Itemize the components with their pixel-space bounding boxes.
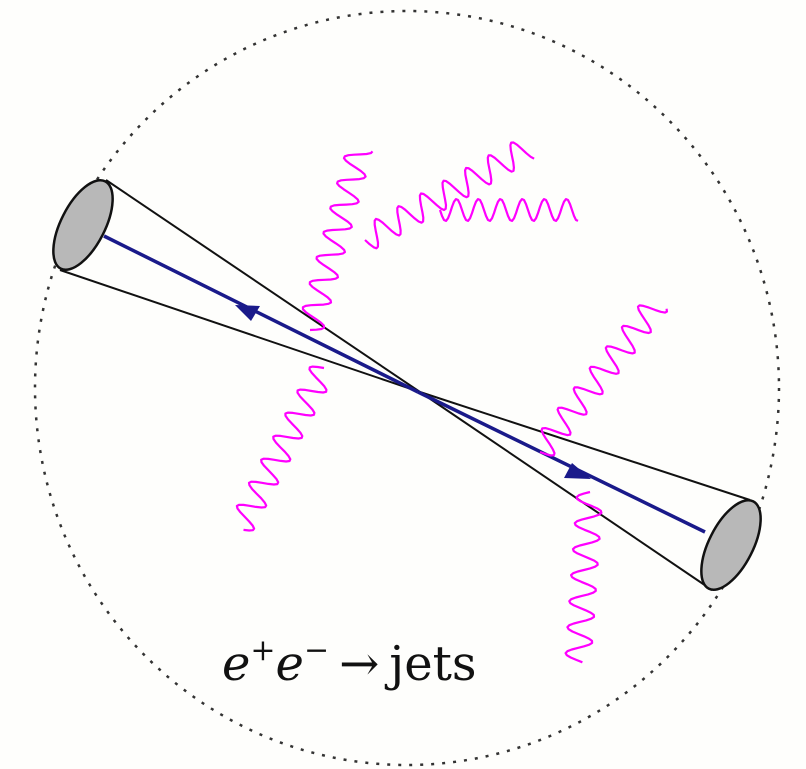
- quark-arrow-left: [235, 305, 260, 321]
- electron-symbol-2: e: [275, 636, 304, 692]
- jet-cone-left: [52, 178, 421, 393]
- gluon-right: [539, 304, 668, 457]
- quark-line-right: [417, 390, 706, 534]
- quark-arrow-right: [564, 463, 591, 479]
- minus-sign: −: [303, 633, 330, 668]
- plus-sign: +: [250, 633, 276, 668]
- process-label: e+e−→jets: [222, 636, 477, 689]
- quark-line-left: [103, 234, 419, 394]
- interaction-boundary: [33, 9, 781, 767]
- gluon-upper-middle: [364, 141, 535, 250]
- jet-cone-right-cap: [700, 498, 762, 592]
- quark-lines: [103, 234, 706, 534]
- gluon-lower-left: [235, 365, 328, 532]
- jet-cone-right: [419, 391, 762, 592]
- gluon-lower: [564, 490, 603, 664]
- arrow-symbol: →: [339, 636, 380, 692]
- jet-cone-left-cap: [52, 178, 114, 272]
- gluon-upper-left: [301, 150, 374, 332]
- jets-word: jets: [389, 636, 477, 692]
- electron-symbol-1: e: [222, 636, 251, 692]
- gluon-upper-right: [438, 198, 579, 222]
- gluon-lines: [235, 141, 668, 664]
